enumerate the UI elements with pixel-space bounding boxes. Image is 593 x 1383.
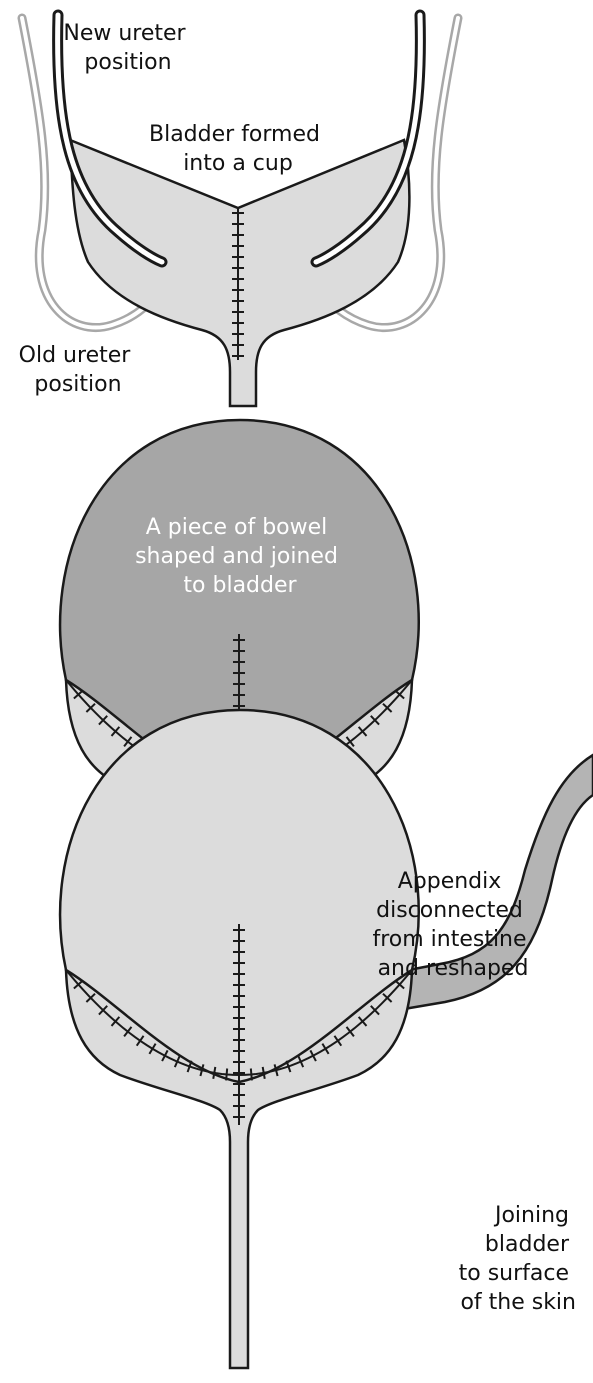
bowel-label-line-2: shaped and joined: [135, 544, 338, 569]
bladder-cup-label: Bladder formed into a cup: [149, 122, 327, 176]
skin-joining-label: Joining bladder to surface of the skin: [459, 1203, 576, 1315]
new-ureter-label-line-1: New ureter: [63, 21, 186, 46]
bladder-cup-label-line-2: into a cup: [183, 151, 293, 176]
appendix-label-line-2: disconnected: [376, 898, 523, 923]
appendix-label-line-4: and reshaped: [378, 956, 529, 981]
old-ureter-label-line-1: Old ureter: [19, 343, 132, 368]
appendix-label-line-1: Appendix: [398, 869, 502, 894]
appendix-label-line-3: from intestine: [372, 927, 526, 952]
skin-joining-label-line-3: to surface: [459, 1261, 569, 1286]
bowel-label-line-3: to bladder: [183, 573, 297, 598]
panel-1-bladder-cup: New ureter position Bladder formed into …: [19, 15, 458, 406]
old-ureter-label: Old ureter position: [19, 343, 138, 397]
skin-joining-label-line-2: bladder: [485, 1232, 570, 1257]
bladder-cup-label-line-1: Bladder formed: [149, 122, 320, 147]
new-ureter-label-line-2: position: [84, 50, 171, 75]
suture-stitch: [226, 1068, 227, 1080]
new-ureter-label: New ureter position: [63, 21, 192, 75]
bowel-label-line-1: A piece of bowel: [146, 515, 328, 540]
panel-3-appendix-stoma: Appendix disconnected from intestine and…: [60, 710, 593, 1368]
old-ureter-label-line-2: position: [34, 372, 121, 397]
suture-stitch: [251, 1068, 252, 1080]
skin-joining-label-line-1: Joining: [493, 1203, 569, 1228]
skin-joining-label-line-4: of the skin: [460, 1290, 576, 1315]
